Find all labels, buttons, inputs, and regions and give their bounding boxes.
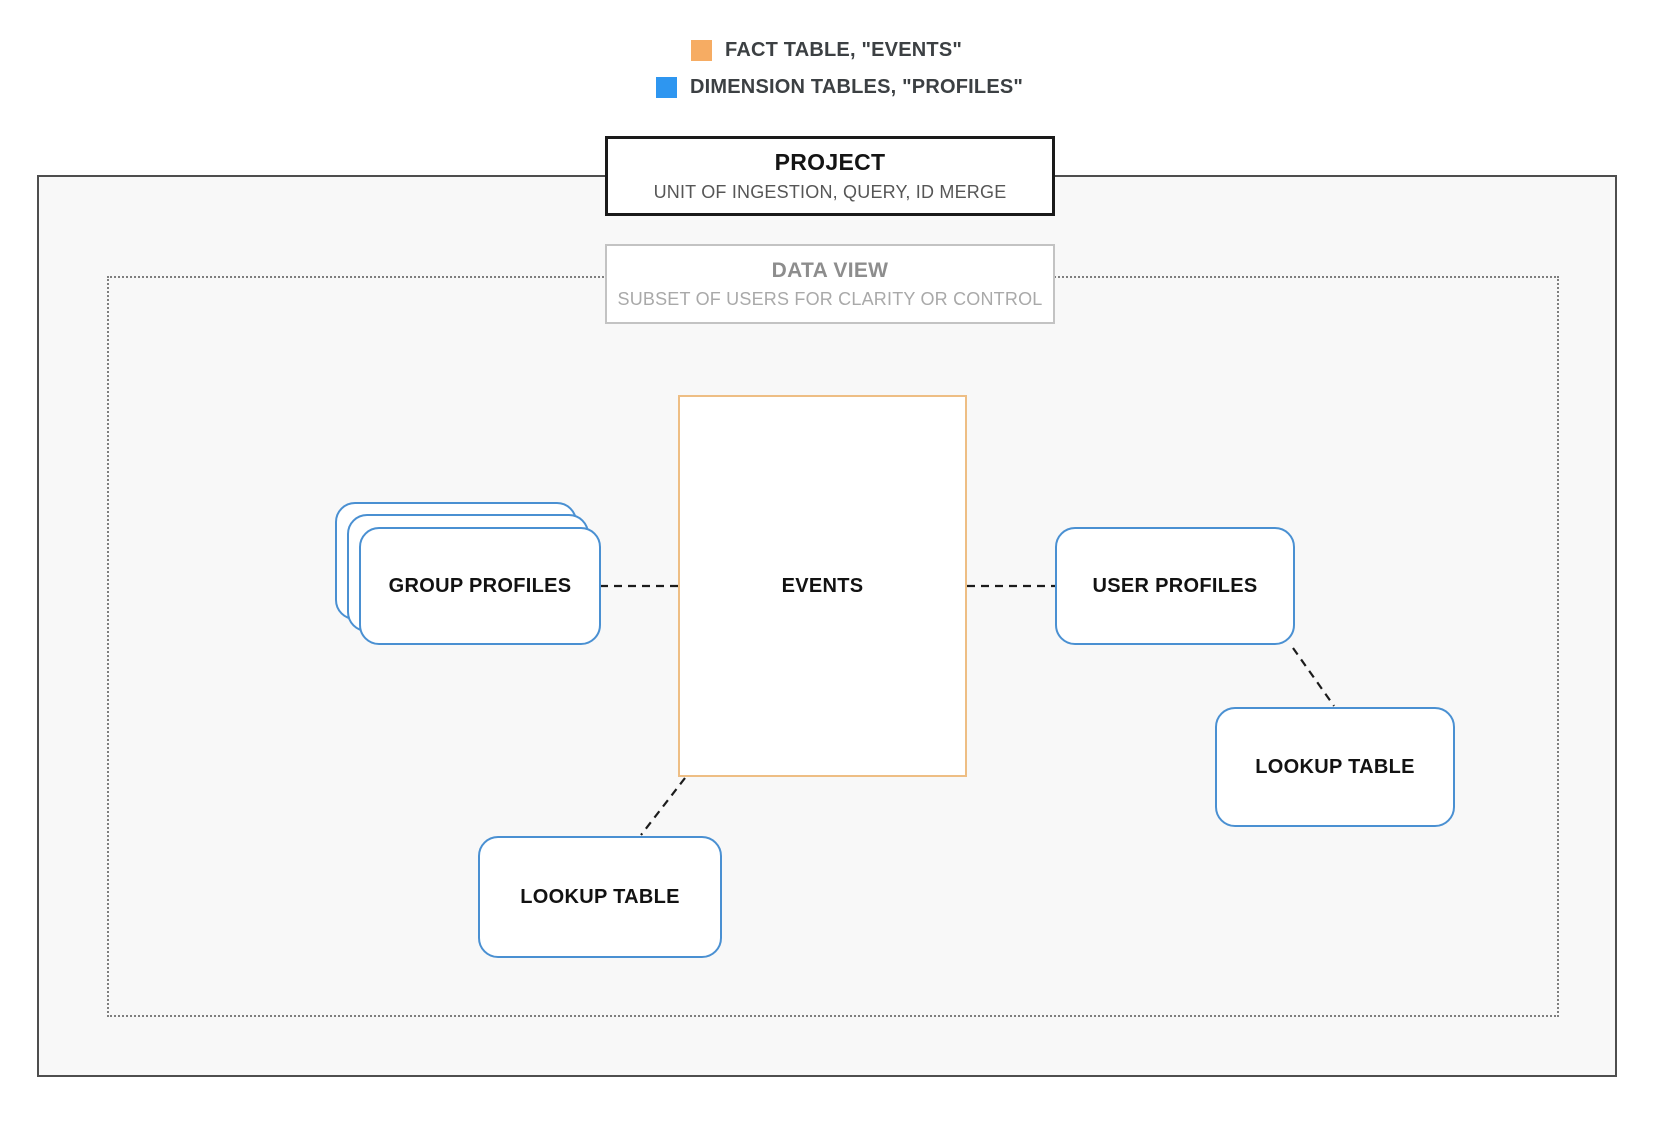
legend-item-fact-table: FACT TABLE, "EVENTS" [691, 36, 962, 64]
project-title: PROJECT [774, 149, 886, 175]
node-lookup-table-left-label: LOOKUP TABLE [520, 885, 680, 908]
project-header-box: PROJECT UNIT OF INGESTION, QUERY, ID MER… [605, 136, 1055, 216]
node-events: EVENTS [678, 395, 967, 777]
data-view-header-box: DATA VIEW SUBSET OF USERS FOR CLARITY OR… [605, 244, 1055, 324]
data-view-subtitle: SUBSET OF USERS FOR CLARITY OR CONTROL [617, 288, 1043, 309]
project-subtitle: UNIT OF INGESTION, QUERY, ID MERGE [653, 182, 1007, 202]
node-user-profiles: USER PROFILES [1055, 527, 1295, 645]
node-lookup-table-right: LOOKUP TABLE [1215, 707, 1455, 827]
node-group-profiles: GROUP PROFILES [359, 527, 601, 645]
node-lookup-table-left: LOOKUP TABLE [478, 836, 722, 958]
data-view-title: DATA VIEW [771, 258, 889, 282]
node-lookup-table-right-label: LOOKUP TABLE [1255, 755, 1415, 778]
node-user-profiles-label: USER PROFILES [1092, 574, 1258, 597]
legend-label-fact-table: FACT TABLE, "EVENTS" [725, 38, 963, 61]
node-events-label: EVENTS [781, 574, 864, 597]
node-group-profiles-label: GROUP PROFILES [388, 574, 572, 597]
legend-item-dimension-tables: DIMENSION TABLES, "PROFILES" [656, 73, 1023, 101]
legend-label-dimension-tables: DIMENSION TABLES, "PROFILES" [690, 75, 1024, 98]
fact-table-color-swatch [691, 39, 712, 61]
dimension-tables-color-swatch [656, 76, 677, 98]
